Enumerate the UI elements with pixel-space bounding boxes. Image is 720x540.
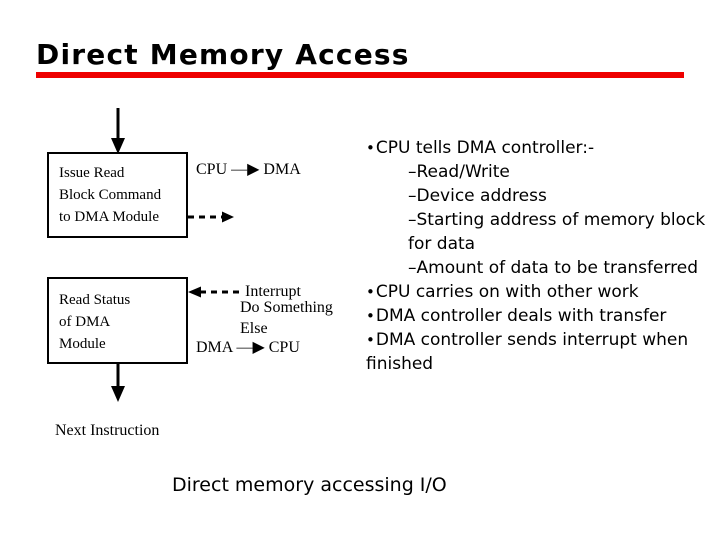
- flow-box-read-status-of-dma-module: Read Status of DMA Module: [47, 277, 188, 364]
- flow-box-issue-read-block-command: Issue Read Block Command to DMA Module: [47, 152, 188, 238]
- label-interrupt: Interrupt: [245, 283, 301, 300]
- bullet-item: DMA controller sends interrupt when: [366, 328, 716, 352]
- label-dma-to-cpu: DMA —▶ CPU: [196, 339, 300, 356]
- bullet-item-continuation: for data: [408, 234, 476, 254]
- interrupt-arrow-icon: [188, 286, 240, 298]
- title-underline-rule: [36, 72, 684, 78]
- bullet-item: Starting address of memory block: [366, 208, 716, 232]
- bullet-item: DMA controller deals with transfer: [366, 304, 716, 328]
- label-cpu-to-dma: CPU —▶ DMA: [196, 161, 301, 178]
- bullet-item: CPU tells DMA controller:-: [366, 136, 716, 160]
- label-do-something-else: Do Something Else: [240, 299, 333, 337]
- exit-arrow-icon: [111, 362, 125, 402]
- bullet-item-continuation: finished: [366, 354, 434, 374]
- bullet-item: Device address: [366, 184, 716, 208]
- bullet-list: CPU tells DMA controller:- Read/Write De…: [366, 136, 716, 376]
- bullet-item: Read/Write: [366, 160, 716, 184]
- do-something-else-arrow-icon: [188, 211, 234, 223]
- bullet-item: CPU carries on with other work: [366, 280, 716, 304]
- page-title: Direct Memory Access: [36, 38, 410, 71]
- bullet-item: Amount of data to be transferred: [366, 256, 716, 280]
- slide-caption: Direct memory accessing I/O: [172, 474, 447, 496]
- label-next-instruction: Next Instruction: [55, 422, 160, 439]
- entry-arrow-icon: [111, 108, 125, 154]
- dma-flow-diagram: Issue Read Block Command to DMA Module C…: [0, 95, 360, 465]
